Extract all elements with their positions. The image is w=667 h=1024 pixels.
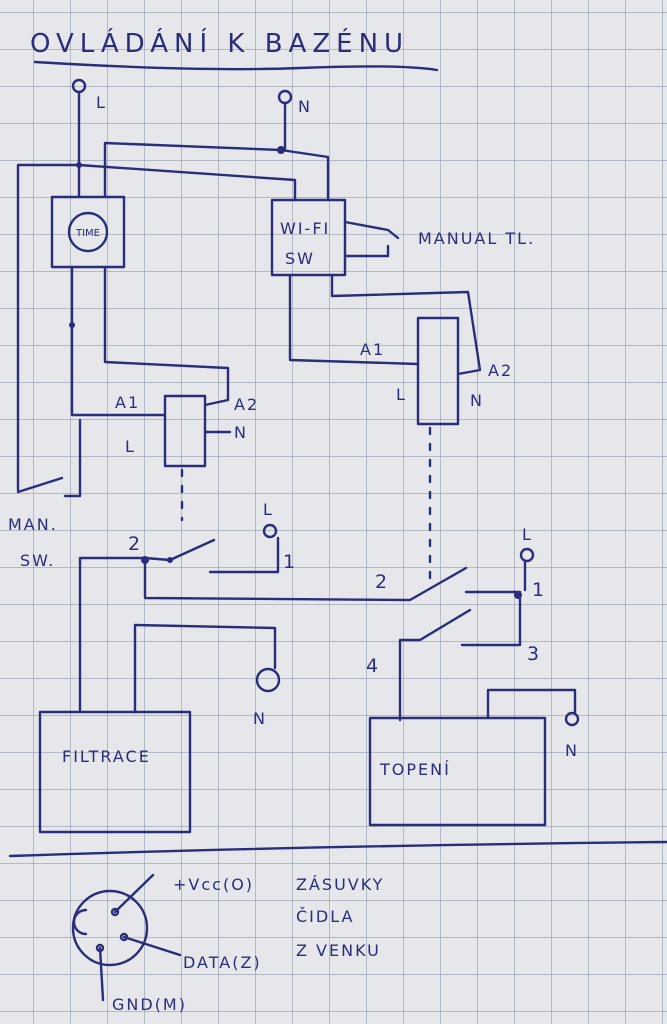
divider: [8, 840, 667, 858]
svg-text:A1: A1: [115, 393, 140, 412]
svg-text:FILTRACE: FILTRACE: [62, 747, 151, 766]
svg-text:2: 2: [128, 533, 140, 555]
relay1: A1 A2 L N: [115, 393, 259, 468]
svg-text:TIME: TIME: [75, 228, 100, 239]
svg-text:SW.: SW.: [20, 551, 55, 570]
line-wire: [16, 163, 297, 492]
wire-topeni-n: [486, 688, 577, 720]
relay2: A1 A2 L N: [360, 316, 513, 426]
svg-text:4: 4: [366, 655, 378, 677]
terminal-n: N: [277, 89, 312, 152]
heating-load: TOPENÍ: [368, 716, 547, 827]
svg-text:A2: A2: [234, 395, 259, 414]
page-title: OVLÁDÁNÍ K BAZÉNU: [30, 27, 409, 59]
svg-text:ČIDLA: ČIDLA: [296, 907, 354, 926]
svg-text:L: L: [522, 525, 533, 544]
svg-text:SW: SW: [285, 249, 315, 268]
svg-text:L: L: [96, 93, 107, 112]
svg-text:DATA(Z): DATA(Z): [183, 953, 262, 972]
svg-text:1: 1: [532, 579, 544, 601]
manual-switch: MAN. SW.: [8, 418, 82, 570]
svg-text:ZÁSUVKY: ZÁSUVKY: [296, 875, 384, 894]
svg-text:2: 2: [375, 571, 387, 593]
svg-text:N: N: [234, 423, 248, 442]
svg-text:L: L: [263, 500, 274, 519]
svg-text:Z VENKU: Z VENKU: [296, 941, 381, 960]
svg-text:3: 3: [527, 643, 539, 665]
title-underline: [33, 60, 439, 72]
svg-text:N: N: [253, 709, 267, 728]
svg-text:A2: A2: [488, 361, 513, 380]
svg-text:WI-FI: WI-FI: [280, 219, 330, 238]
timer-box: TIME: [50, 195, 126, 269]
wire-a2-relay1: [103, 265, 230, 407]
svg-text:A1: A1: [360, 340, 385, 359]
manual-button: MANUAL TL.: [343, 220, 535, 258]
svg-text:L: L: [125, 437, 136, 456]
svg-text:GND(M): GND(M): [112, 995, 187, 1014]
wire-filtrace-n: [133, 623, 277, 714]
svg-text:N: N: [298, 97, 312, 116]
contact2: [143, 558, 522, 722]
wire-a2-relay2: [330, 273, 482, 376]
svg-text:L: L: [396, 385, 407, 404]
svg-text:MAN.: MAN.: [8, 515, 58, 534]
wire-a1-relay1: [70, 265, 167, 417]
sensor-connector: +Vcc(O) DATA(Z) GND(M) ZÁSUVKY ČIDLA Z V…: [71, 873, 384, 1014]
terminal-l: L: [71, 78, 107, 199]
filtration-load: FILTRACE: [38, 710, 192, 834]
wire-a1-relay2: [288, 273, 420, 366]
svg-text:MANUAL TL.: MANUAL TL.: [418, 229, 535, 248]
svg-text:+Vcc(O): +Vcc(O): [173, 875, 254, 894]
svg-text:TOPENÍ: TOPENÍ: [379, 760, 451, 779]
svg-text:N: N: [470, 391, 484, 410]
neutral-wire: [103, 141, 330, 202]
svg-text:1: 1: [283, 551, 295, 573]
wifi-switch-box: WI-FI SW: [270, 198, 347, 277]
svg-text:N: N: [565, 741, 579, 760]
